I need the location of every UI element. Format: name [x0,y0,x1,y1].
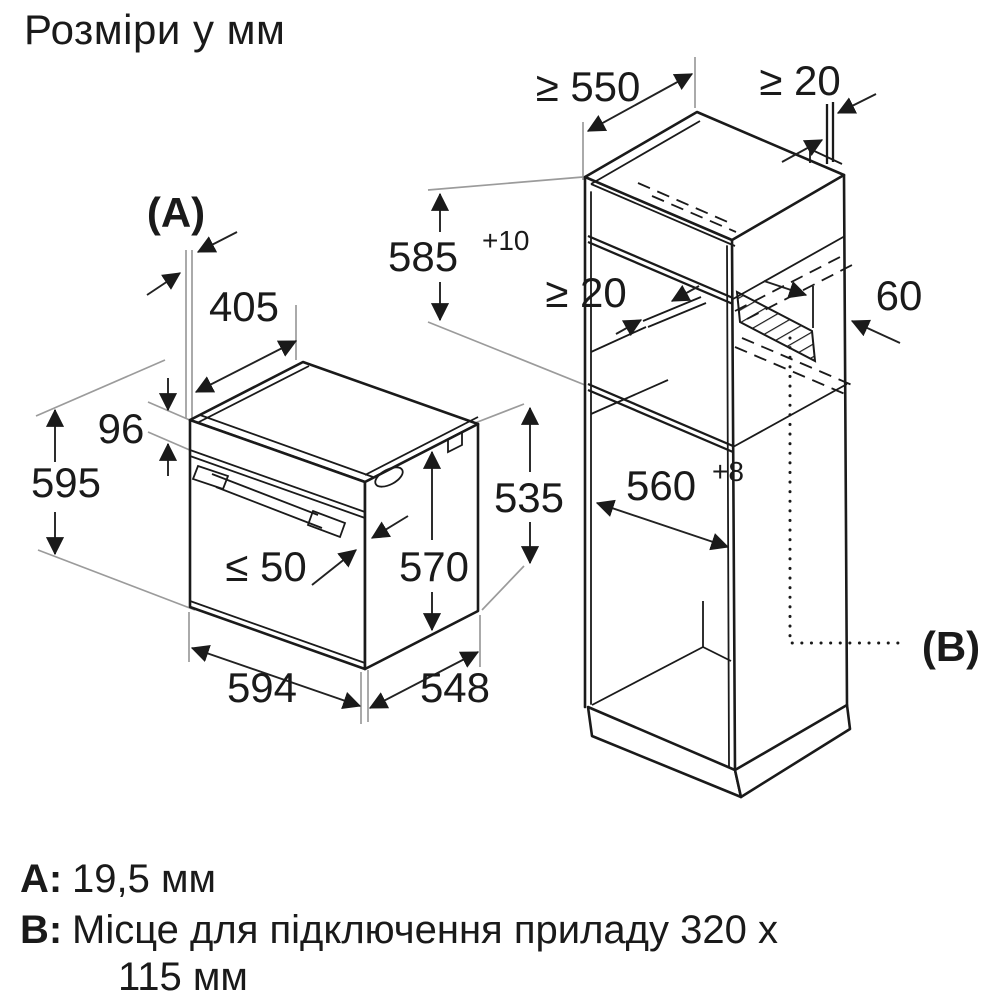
dim-570: 570 [399,543,469,590]
wall-gap-lines [825,102,835,164]
note-b-text: Місце для підключення приладу 320 x 115 … [72,907,970,1000]
oven-dimensions [45,231,540,710]
dim-595: 595 [31,459,101,506]
cabinet-base-right [733,703,852,799]
cabinet-label-B: (B) [922,623,980,670]
dim-585-sup: +10 [482,225,530,256]
dim-le-50: ≤ 50 [225,543,306,590]
oven-rear-notch [447,433,463,454]
cabinet-dimensions [430,73,901,551]
legend-notes: A: 19,5 мм B: Місце для підключення прил… [20,856,970,1000]
note-b-line1: Місце для підключення приладу 320 x [72,908,778,953]
oven-right-face [363,422,480,671]
page-title: Розміри у мм [24,6,286,53]
note-a-text: 19,5 мм [72,857,216,901]
note-b: B: Місце для підключення приладу 320 x 1… [20,907,970,1000]
dim-585: 585 [388,233,458,280]
cabinet-base-front [586,705,743,799]
oven-grip-hole [374,466,404,488]
cabinet-extension-lines [427,57,696,386]
cabinet-drawing: ≥ 550 ≥ 20 585 +10 ≥ 20 60 560 +8 (B) [388,57,980,799]
installation-diagram: (A) 405 96 595 ≤ 50 570 535 594 548 [31,57,980,799]
note-b-label: B: [20,908,63,953]
connection-area-hatch [735,290,817,363]
dim-ge-550: ≥ 550 [536,63,641,110]
dim-594: 594 [227,664,297,711]
dim-535: 535 [494,474,564,521]
dim-405: 405 [209,283,279,330]
cabinet-top-face [583,110,846,242]
dim-548: 548 [420,664,490,711]
hidden-edges [637,182,853,395]
dim-96: 96 [98,405,145,452]
note-a-label: A: [20,857,63,901]
dim-ge-20-mid: ≥ 20 [545,269,626,316]
oven-door-handle [191,464,347,539]
dim-60: 60 [876,272,923,319]
dim-ge-20-top: ≥ 20 [759,57,840,104]
oven-label-A: (A) [147,189,205,236]
note-a: A: 19,5 мм [20,856,970,903]
note-b-line2: 115 мм [118,955,248,1000]
dim-560: 560 [626,462,696,509]
oven-drawing: (A) 405 96 595 ≤ 50 570 535 594 548 [31,189,564,724]
dim-560-sup: +8 [712,456,744,487]
